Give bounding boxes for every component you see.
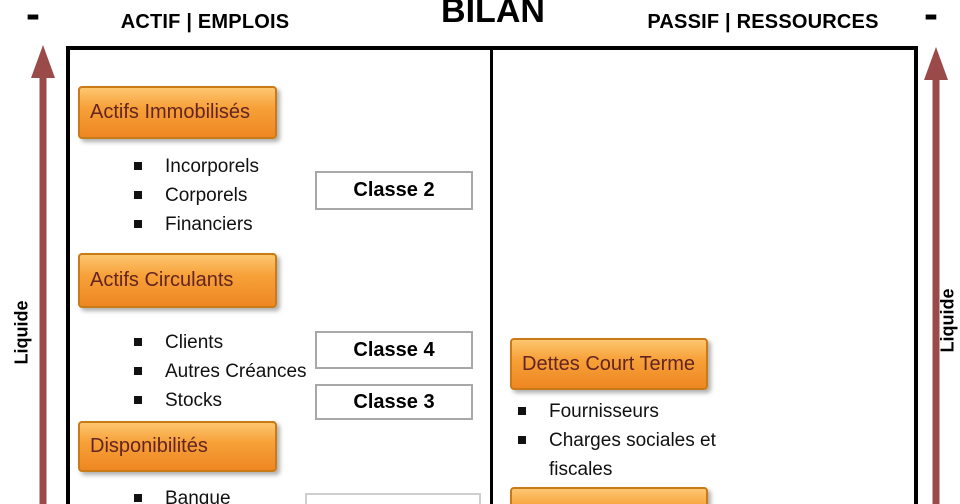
minus-sign-right: - bbox=[924, 0, 938, 37]
classe-3-box: Classe 3 bbox=[315, 384, 473, 420]
bullet-square-icon bbox=[518, 407, 526, 415]
bullet-square-icon bbox=[134, 220, 142, 228]
bullet-square-icon bbox=[134, 338, 142, 346]
list-item: Charges sociales et fiscales bbox=[512, 426, 745, 484]
section-title: Disponibilités bbox=[90, 435, 208, 457]
section-title: Actifs Circulants bbox=[90, 269, 234, 291]
section-header-actifs-immobilises: Actifs Immobilisés bbox=[78, 86, 277, 139]
classe-label: Classe 4 bbox=[353, 338, 435, 361]
section-header-dettes-court-terme: Dettes Court Terme bbox=[510, 338, 708, 390]
section-header-actifs-circulants: Actifs Circulants bbox=[78, 253, 277, 308]
bullet-square-icon bbox=[134, 396, 142, 404]
list-item: Autres Créances bbox=[128, 357, 307, 386]
classe-label: Classe 2 bbox=[353, 179, 435, 201]
bullet-square-icon bbox=[134, 191, 142, 199]
passif-ressources-header: PASSIF | RESSOURCES bbox=[647, 11, 879, 33]
actifs-circulants-list: Clients Autres Créances Stocks bbox=[128, 328, 307, 415]
bullet-square-icon bbox=[134, 494, 142, 502]
section-title: Actifs Immobilisés bbox=[90, 101, 251, 123]
classe-box-cutoff bbox=[305, 493, 481, 504]
classe-4-box: Classe 4 bbox=[315, 331, 473, 369]
actifs-immobilises-list: Incorporels Corporels Financiers bbox=[128, 152, 259, 239]
list-item: Corporels bbox=[128, 181, 259, 210]
column-divider bbox=[490, 48, 493, 504]
list-item: Incorporels bbox=[128, 152, 259, 181]
disponibilites-list: Banque bbox=[128, 484, 231, 504]
classe-2-box: Classe 2 bbox=[315, 171, 473, 210]
list-item: Financiers bbox=[128, 210, 259, 239]
liquide-label-left: Liquide bbox=[11, 300, 32, 365]
bullet-square-icon bbox=[134, 367, 142, 375]
list-item: Fournisseurs bbox=[512, 397, 745, 426]
dettes-court-terme-list: Fournisseurs Charges sociales et fiscale… bbox=[512, 397, 745, 484]
up-arrow-icon bbox=[31, 45, 55, 504]
minus-sign-left: - bbox=[26, 0, 40, 37]
section-title: Dettes Court Terme bbox=[522, 352, 696, 375]
list-item: Banque bbox=[128, 484, 231, 504]
liquide-label-right: Liquide bbox=[937, 288, 958, 353]
list-item: Clients bbox=[128, 328, 307, 357]
up-arrow-icon bbox=[924, 47, 948, 504]
section-header-cutoff bbox=[510, 487, 708, 504]
actif-emplois-header: ACTIF | EMPLOIS bbox=[120, 11, 290, 33]
bullet-square-icon bbox=[518, 436, 526, 444]
section-header-disponibilites: Disponibilités bbox=[78, 421, 277, 472]
list-item: Stocks bbox=[128, 386, 307, 415]
bullet-square-icon bbox=[134, 162, 142, 170]
classe-label: Classe 3 bbox=[353, 390, 435, 413]
page-title: BILAN bbox=[441, 0, 545, 30]
